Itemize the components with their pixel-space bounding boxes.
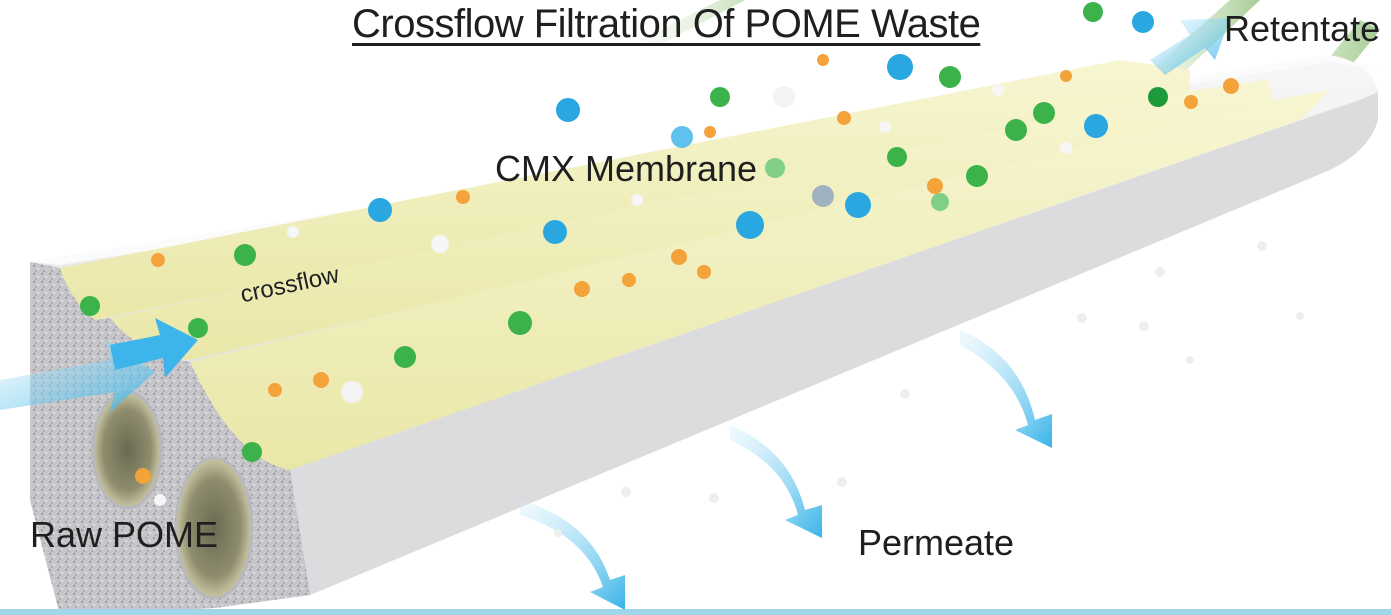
particle-orange [697, 265, 711, 279]
crossflow-arrow [110, 318, 198, 378]
channel-opening [91, 390, 163, 510]
particle-green [1148, 87, 1168, 107]
particle-white [1139, 321, 1149, 331]
particle-green [394, 346, 416, 368]
particle-blue [543, 220, 567, 244]
membrane-label: CMX Membrane [495, 148, 758, 189]
particle-green [710, 87, 730, 107]
particle-orange [151, 253, 165, 267]
particle-green [234, 244, 256, 266]
particle-green [939, 66, 961, 88]
particle-green [931, 193, 949, 211]
particle-white [837, 477, 847, 487]
particle-white [773, 86, 795, 108]
particle-white [900, 389, 910, 399]
particle-white [879, 121, 891, 133]
particle-green [1083, 2, 1103, 22]
particle-orange [313, 372, 329, 388]
particle-green [242, 442, 262, 462]
particle-blue [887, 54, 913, 80]
channel-bottom [190, 90, 1330, 470]
particle-blue [845, 192, 871, 218]
permeate-arrow [520, 500, 625, 610]
permeate-arrow [730, 425, 822, 538]
particle-white [1186, 356, 1194, 364]
channel-middle [110, 80, 1275, 360]
particle-orange [1223, 78, 1239, 94]
particle-blue [1132, 11, 1154, 33]
diagram-title: Crossflow Filtration Of POME Waste [352, 2, 981, 46]
particle-orange [927, 178, 943, 194]
particle-green [508, 311, 532, 335]
particle-green [765, 158, 785, 178]
particle-orange [135, 468, 151, 484]
particle-blue [1084, 114, 1108, 138]
particle-white [431, 235, 449, 253]
raw-pome-label: Raw POME [30, 514, 219, 555]
permeate-label: Permeate [858, 522, 1015, 563]
channel-top [60, 60, 1190, 320]
particle-white [287, 226, 299, 238]
particle-blue [736, 211, 764, 239]
particle-green [1033, 102, 1055, 124]
retentate-label: Retentate [1224, 8, 1381, 49]
particle-green [188, 318, 208, 338]
particle-white [1257, 241, 1267, 251]
particle-orange [671, 249, 687, 265]
particle-white [1060, 142, 1072, 154]
particle-orange [1060, 70, 1072, 82]
particle-orange [268, 383, 282, 397]
retentate-arrow [1150, 18, 1230, 75]
particle-orange [622, 273, 636, 287]
particle-orange [837, 111, 851, 125]
particle-orange [574, 281, 590, 297]
particle-blue [671, 126, 693, 148]
particle-green [887, 147, 907, 167]
channel-opening [174, 456, 254, 600]
particle-blue [812, 185, 834, 207]
particle-white [1155, 267, 1165, 277]
particle-blue [368, 198, 392, 222]
particle-white [709, 493, 719, 503]
particle-green [80, 296, 100, 316]
particle-green [966, 165, 988, 187]
particle-orange [456, 190, 470, 204]
particle-orange [817, 54, 829, 66]
particle-white [992, 84, 1004, 96]
particles [80, 2, 1304, 537]
particle-white [554, 529, 562, 537]
particle-orange [704, 126, 716, 138]
particle-white [1077, 313, 1087, 323]
particle-white [341, 381, 363, 403]
bottom-border [0, 609, 1391, 615]
particle-white [1296, 312, 1304, 320]
particle-white [631, 194, 643, 206]
permeate-arrow [960, 330, 1052, 448]
particle-orange [1184, 95, 1198, 109]
particle-green [1005, 119, 1027, 141]
particle-white [621, 487, 631, 497]
tube-shell-front [290, 90, 1378, 595]
particle-blue [556, 98, 580, 122]
leaf-decoration [640, 0, 745, 45]
particle-white [154, 494, 166, 506]
